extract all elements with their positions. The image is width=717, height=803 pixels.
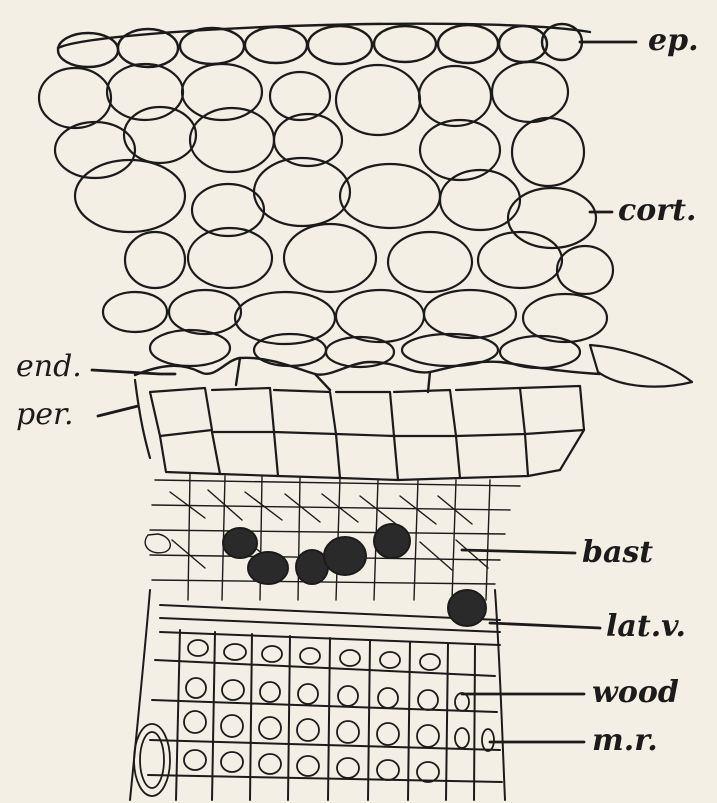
label-wood: wood: [592, 678, 679, 708]
bundle-4: [324, 537, 366, 575]
phloem-mesh: [145, 474, 520, 600]
bundle-1: [223, 528, 257, 558]
label-per: per.: [16, 400, 74, 430]
label-cort: cort.: [618, 196, 696, 226]
wood-cell-lumens: [134, 640, 494, 796]
leader-per: [98, 406, 138, 416]
label-mr: m.r.: [592, 726, 658, 756]
bundle-2: [248, 552, 288, 584]
bundle-6: [448, 590, 486, 626]
leader-bast: [462, 550, 575, 553]
vascular-bundles: [223, 524, 486, 626]
leader-latv: [490, 623, 600, 628]
epidermis-layer: [58, 24, 590, 67]
label-end: end.: [16, 352, 82, 382]
cortex-layer: [39, 62, 692, 387]
label-bast: bast: [582, 538, 653, 568]
bundle-5: [374, 524, 410, 558]
label-ep: ep.: [648, 26, 699, 56]
leader-end: [92, 370, 175, 374]
label-latv: lat.v.: [606, 612, 686, 642]
pericycle-layer: [135, 380, 584, 480]
